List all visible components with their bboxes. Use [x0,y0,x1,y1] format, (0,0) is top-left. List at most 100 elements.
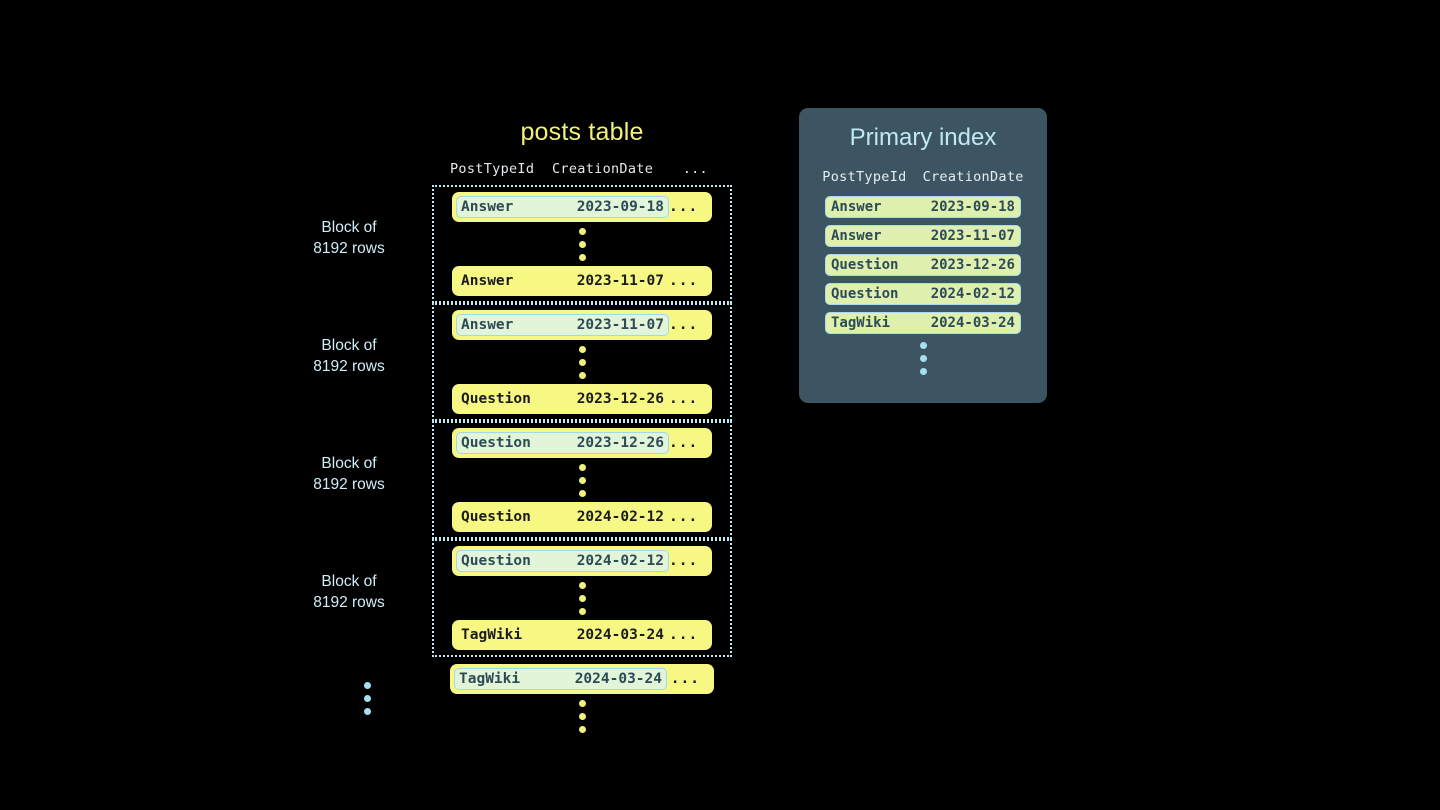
cell-ellipsis: ... [669,553,699,569]
cell-creationdate: 2023-12-26 [576,435,664,451]
cell-ellipsis: ... [669,273,699,289]
table-row: Answer 2023-09-18... [452,192,712,222]
table-row: Answer 2023-11-07... [452,310,712,340]
posts-table-panel: posts table PostTypeId CreationDate ... … [313,118,732,738]
dot-icon [919,354,927,362]
cell-creationdate: 2024-02-12 [576,553,664,569]
dot-icon [364,707,371,715]
block-label: Block of 8192 rows [274,453,424,495]
index-row: Answer 2023-09-18 [825,196,1021,218]
dot-icon [919,341,927,349]
cell-ellipsis: ... [669,391,699,407]
row-key-group: Answer 2023-09-18 [456,196,669,218]
column-header-ellipsis: ... [682,161,708,177]
column-header-posttypeid: PostTypeId [822,169,907,185]
cell-ellipsis: ... [669,199,699,215]
cell-posttypeid: Answer [461,199,514,215]
cell-posttypeid: Question [461,391,531,407]
column-header-creationdate: CreationDate [922,169,1024,185]
posts-table-title: posts table [520,118,644,146]
column-header-creationdate: CreationDate [552,161,654,177]
cell-creationdate: 2023-11-07 [576,273,664,289]
dot-icon [578,371,586,379]
dot-icon [578,463,586,471]
row-key-group: Question 2024-02-12 [456,550,669,572]
cell-ellipsis: ... [670,671,700,687]
row-key-group: TagWiki 2024-03-24 [456,624,669,646]
cell-ellipsis: ... [669,509,699,525]
block-label-line2: 8192 rows [313,594,385,611]
block-label: Block of 8192 rows [274,217,424,259]
cell-creationdate: 2023-11-07 [576,317,664,333]
block-label-line2: 8192 rows [313,240,385,257]
cell-posttypeid: TagWiki [459,671,521,687]
table-row: TagWiki 2024-03-24 ... [450,664,714,694]
vertical-ellipsis-dots [434,576,730,620]
cell-creationdate: 2023-09-18 [576,199,664,215]
primary-index-title: Primary index [849,124,997,151]
cell-posttypeid: TagWiki [461,627,523,643]
block-label-line1: Block of [321,455,377,472]
blocks-container: Answer 2023-09-18... Answer 2023-11-07... Bl… [313,185,732,657]
block-label-line1: Block of [321,337,377,354]
dot-icon [578,607,586,615]
cell-creationdate: 2024-03-24 [574,671,662,687]
posts-table-column-headers: PostTypeId CreationDate ... [432,161,732,177]
index-row: Question 2024-02-12 [825,283,1021,305]
dot-icon [578,594,586,602]
cell-creationdate: 2023-12-26 [930,257,1015,273]
cell-creationdate: 2023-11-07 [930,228,1015,244]
primary-index-ellipsis [799,338,1047,378]
dot-icon [364,681,371,689]
dot-icon [578,240,586,248]
cell-posttypeid: Question [461,509,531,525]
dot-icon [578,725,586,733]
primary-index-column-headers: PostTypeId CreationDate [799,169,1047,185]
block-label-line2: 8192 rows [313,358,385,375]
dot-icon [578,489,586,497]
dot-icon [364,694,371,702]
dot-icon [578,712,586,720]
cell-creationdate: 2024-03-24 [576,627,664,643]
row-key-group: Answer 2023-11-07 [456,270,669,292]
vertical-ellipsis-dots [434,222,730,266]
dot-icon [578,253,586,261]
vertical-ellipsis-dots [434,458,730,502]
cell-posttypeid: Answer [831,199,882,215]
dot-icon [578,358,586,366]
cell-posttypeid: Question [461,553,531,569]
cell-ellipsis: ... [669,317,699,333]
cell-creationdate: 2023-09-18 [930,199,1015,215]
row-key-group: Answer 2023-11-07 [456,314,669,336]
cell-posttypeid: Answer [831,228,882,244]
primary-index-panel: Primary index PostTypeId CreationDate An… [799,108,1047,403]
row-block: Answer 2023-09-18... Answer 2023-11-07... Bl… [313,185,732,303]
table-row: TagWiki 2024-03-24... [452,620,712,650]
cell-creationdate: 2024-02-12 [930,286,1015,302]
cell-ellipsis: ... [669,435,699,451]
cell-creationdate: 2024-03-24 [930,315,1015,331]
index-row: Answer 2023-11-07 [825,225,1021,247]
cell-posttypeid: Question [831,286,899,302]
block-label-line2: 8192 rows [313,476,385,493]
more-blocks-ellipsis [364,676,371,720]
vertical-ellipsis-dots [432,694,732,738]
block-label-line1: Block of [321,219,377,236]
row-key-group: TagWiki 2024-03-24 [454,668,667,690]
cell-posttypeid: Answer [461,273,514,289]
row-block: Question 2024-02-12... TagWiki 2024-03-24..… [313,539,732,657]
table-row: Question 2024-02-12... [452,546,712,576]
cell-posttypeid: Answer [461,317,514,333]
cell-ellipsis: ... [669,627,699,643]
dot-icon [919,367,927,375]
